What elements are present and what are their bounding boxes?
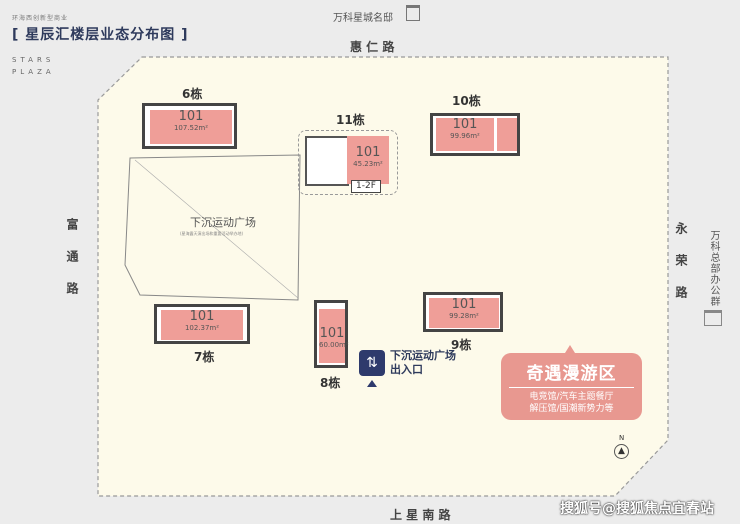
road-bottom: 上 星 南 路 [390, 508, 451, 522]
road-left: 富通路 [65, 218, 79, 314]
office-icon [704, 310, 722, 326]
road-top: 惠 仁 路 [350, 40, 395, 54]
plaza-note: (星海露天演出场和重要活动举办地) [180, 231, 244, 236]
zone-callout: 奇遇漫游区 电竞馆/汽车主题餐厅 解压馆/国潮新势力等 [501, 345, 642, 420]
watermark: 搜狐号@搜狐焦点宜春站 [560, 501, 714, 517]
building-7-label: 7栋 [194, 350, 215, 364]
building-10-label: 10栋 [452, 94, 481, 108]
entrance-icon: ⇅ [359, 350, 385, 376]
building-6-label: 6栋 [182, 87, 203, 101]
entrance-arrow-icon [367, 380, 377, 387]
landmark-right: 万科总部办公群 [708, 230, 719, 307]
floor-badge: 1-2F [351, 180, 381, 193]
compass-label: N [619, 434, 625, 442]
stair-core [305, 136, 349, 186]
zone-title: 奇遇漫游区 [526, 364, 617, 384]
building-icon [406, 5, 420, 21]
landmark-top: 万科星城名邸 [333, 13, 393, 24]
building-8-label: 8栋 [320, 376, 341, 390]
compass-icon: ▲ [614, 444, 629, 459]
header-subtitle: 环海西创新型商业 [12, 15, 69, 22]
plaza-name: 下沉运动广场 [190, 216, 256, 229]
road-right: 永荣路 [674, 222, 688, 318]
entrance-label: 下沉运动广场出入口 [390, 349, 456, 376]
building-11-label: 11栋 [336, 113, 365, 127]
page-title: [ 星辰汇楼层业态分布图 ] [12, 27, 189, 43]
building-9-label: 9栋 [451, 338, 472, 352]
